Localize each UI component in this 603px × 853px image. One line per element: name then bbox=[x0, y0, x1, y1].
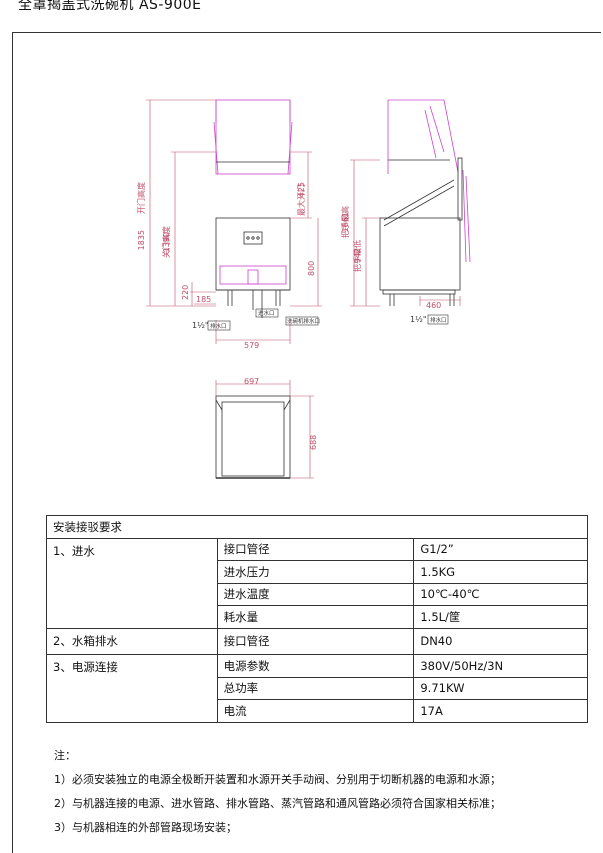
front-view bbox=[146, 99, 322, 344]
spec-header-row: 安装接驳要求 bbox=[46, 515, 588, 539]
front-drain-tag: 排水口 bbox=[210, 322, 227, 330]
spec-value: 10℃-40℃ bbox=[413, 582, 588, 606]
spec-item: 总功率 bbox=[216, 676, 415, 700]
handle-max-value: 1661 bbox=[341, 212, 350, 232]
spec-category: 2、水箱排水 bbox=[46, 627, 218, 655]
note-item: 3）与机器相连的外部管路现场安装； bbox=[54, 821, 237, 834]
open-height-value: 1835 bbox=[137, 230, 146, 250]
spec-value: 1.5L/筐 bbox=[413, 605, 588, 629]
table-row: 1、进水 接口管径 G1/2” bbox=[46, 537, 588, 629]
spec-item: 接口管径 bbox=[216, 627, 415, 655]
notes-title: 注： bbox=[54, 749, 76, 762]
side-dimensions bbox=[350, 159, 461, 307]
top-depth: 688 bbox=[309, 435, 318, 450]
top-width: 697 bbox=[244, 377, 259, 386]
table-row: 3、电源连接 电源参数 380V/50Hz/3N bbox=[46, 654, 588, 723]
front-wash-drain-tag: 洗碗机排水口 bbox=[287, 317, 320, 325]
table-row: 2、水箱排水 接口管径 DN40 bbox=[46, 627, 588, 655]
top-dimensions bbox=[215, 380, 314, 479]
dim-185: 185 bbox=[196, 295, 211, 304]
side-inlet-size: 1½" bbox=[410, 315, 427, 324]
page-title: 全罩揭盖式洗碗机 AS-900E bbox=[18, 0, 202, 13]
spec-table: 安装接驳要求 1、进水 接口管径 G1/2” 进水压力 1.5KG 进水温度 1… bbox=[46, 515, 588, 723]
close-height-value: 1390 bbox=[162, 232, 171, 252]
height-800: 800 bbox=[307, 261, 316, 276]
table-row: 电流 17A bbox=[47, 699, 588, 723]
table-row: 进水压力 1.5KG bbox=[47, 560, 588, 584]
technical-drawings: 开门高度 1835 关门高度 1390 最大开门 425 800 220 185… bbox=[136, 99, 471, 479]
spec-value: DN40 bbox=[413, 627, 588, 655]
dim-460: 460 bbox=[426, 301, 441, 310]
front-inlet-tag: 进水口 bbox=[258, 309, 275, 317]
max-open-value: 425 bbox=[297, 182, 306, 197]
top-view bbox=[215, 380, 314, 479]
spec-value: 9.71KW bbox=[413, 676, 588, 700]
front-dimensions bbox=[146, 99, 322, 344]
note-item: 2）与机器连接的电源、进水管路、排水管路、蒸汽管路和通风管路必须符合国家相关标准… bbox=[54, 797, 501, 810]
front-door-outline bbox=[219, 265, 287, 285]
spec-item: 进水温度 bbox=[216, 582, 415, 606]
dim-220: 220 bbox=[181, 285, 190, 300]
note-item: 1）必须安装独立的电源全极断开装置和水源开关手动阀、分别用于切断机器的电源和水源… bbox=[54, 773, 501, 786]
side-drain-tag: 排水口 bbox=[430, 316, 447, 324]
spec-header: 安装接驳要求 bbox=[46, 515, 588, 539]
dim-579: 579 bbox=[244, 341, 259, 350]
spec-item: 接口管径 bbox=[216, 537, 415, 561]
front-body bbox=[215, 217, 291, 291]
table-row: 进水温度 10℃-40℃ bbox=[47, 582, 588, 606]
spec-value: G1/2” bbox=[413, 537, 588, 561]
open-height-label: 开门高度 bbox=[136, 182, 146, 214]
handle-max-label: 把手最高 bbox=[340, 206, 350, 238]
spec-item: 电流 bbox=[216, 699, 415, 723]
notes: 注： 1）必须安装独立的电源全极断开装置和水源开关手动阀、分别用于切断机器的电源… bbox=[54, 744, 501, 840]
max-open-label: 最大开门 bbox=[296, 184, 306, 216]
spec-item: 耗水量 bbox=[216, 605, 415, 629]
spec-item: 电源参数 bbox=[216, 654, 415, 678]
spec-category: 3、电源连接 bbox=[46, 654, 218, 723]
side-view bbox=[350, 99, 471, 307]
side-hood-open bbox=[387, 99, 471, 263]
spec-item: 进水压力 bbox=[216, 560, 415, 584]
top-body bbox=[215, 395, 291, 479]
front-control-panel bbox=[243, 231, 263, 245]
front-hood-open bbox=[213, 99, 293, 175]
close-height-label: 关门高度 bbox=[161, 226, 171, 258]
spec-category: 1、进水 bbox=[46, 537, 218, 629]
handle-min-label: 把手最低 bbox=[352, 240, 362, 272]
side-body bbox=[379, 217, 461, 291]
spec-value: 17A bbox=[413, 699, 588, 723]
handle-min-value: 942 bbox=[353, 248, 362, 263]
front-inlet-size: 1½" bbox=[192, 321, 209, 330]
table-row: 总功率 9.71KW bbox=[47, 676, 588, 700]
spec-value: 380V/50Hz/3N bbox=[413, 654, 588, 678]
page-frame bbox=[12, 32, 601, 853]
table-row: 耗水量 1.5L/筐 bbox=[47, 605, 588, 629]
spec-value: 1.5KG bbox=[413, 560, 588, 584]
